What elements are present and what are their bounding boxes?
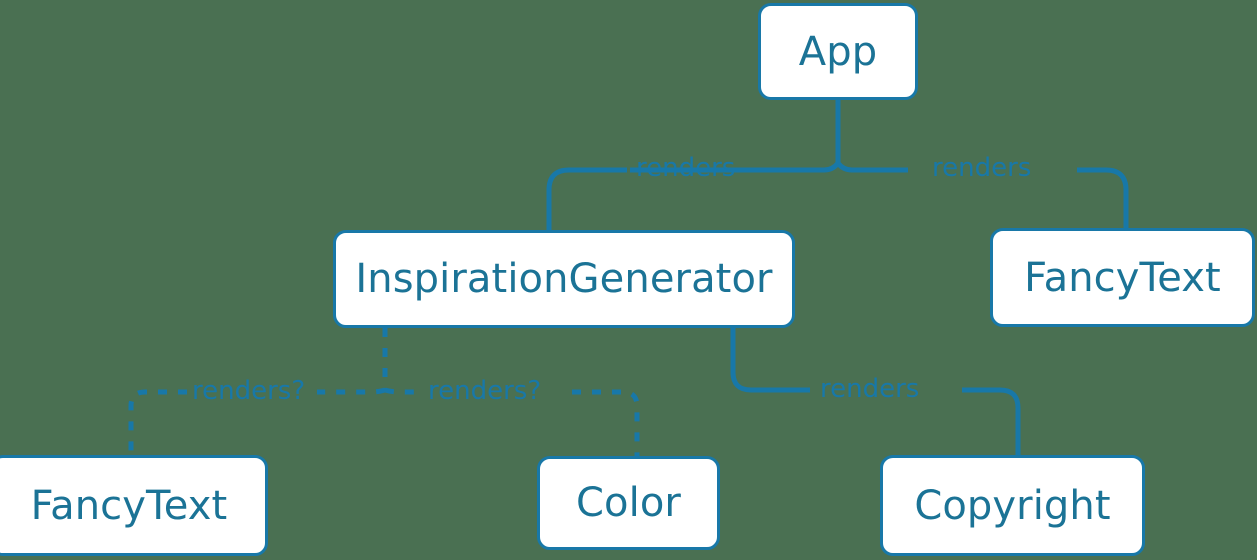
edge-label-inspiration-generator-to-copyright: renders bbox=[820, 374, 920, 404]
edge-inspiration-generator-to-color bbox=[384, 387, 640, 456]
node-fancy-text-top-label: FancyText bbox=[1024, 254, 1221, 301]
edge-label-inspiration-generator-to-fancy-text-bottom: renders? bbox=[192, 376, 306, 406]
edge-app-to-fancy-text-top bbox=[835, 161, 1129, 228]
edge-label-inspiration-generator-to-color: renders? bbox=[428, 376, 542, 406]
node-fancy-text-top[interactable]: FancyText bbox=[990, 228, 1255, 327]
node-inspiration-generator-label: InspirationGenerator bbox=[355, 256, 773, 302]
node-inspiration-generator[interactable]: InspirationGenerator bbox=[333, 230, 795, 328]
node-app-label: App bbox=[798, 28, 878, 75]
edge-label-app-to-inspiration-generator: renders bbox=[636, 153, 736, 183]
edge-inspiration-generator-to-copyright bbox=[730, 328, 1021, 455]
edge-inspiration-generator-to-fancy-text-bottom bbox=[128, 387, 386, 455]
node-color[interactable]: Color bbox=[537, 456, 720, 550]
node-copyright-label: Copyright bbox=[914, 482, 1111, 529]
edge-label-app-to-fancy-text-top: renders bbox=[932, 153, 1032, 183]
node-color-label: Color bbox=[576, 480, 681, 526]
node-fancy-text-bottom[interactable]: FancyText bbox=[0, 455, 268, 556]
node-copyright[interactable]: Copyright bbox=[880, 455, 1145, 556]
node-fancy-text-bottom-label: FancyText bbox=[30, 482, 228, 529]
node-app[interactable]: App bbox=[758, 3, 918, 100]
